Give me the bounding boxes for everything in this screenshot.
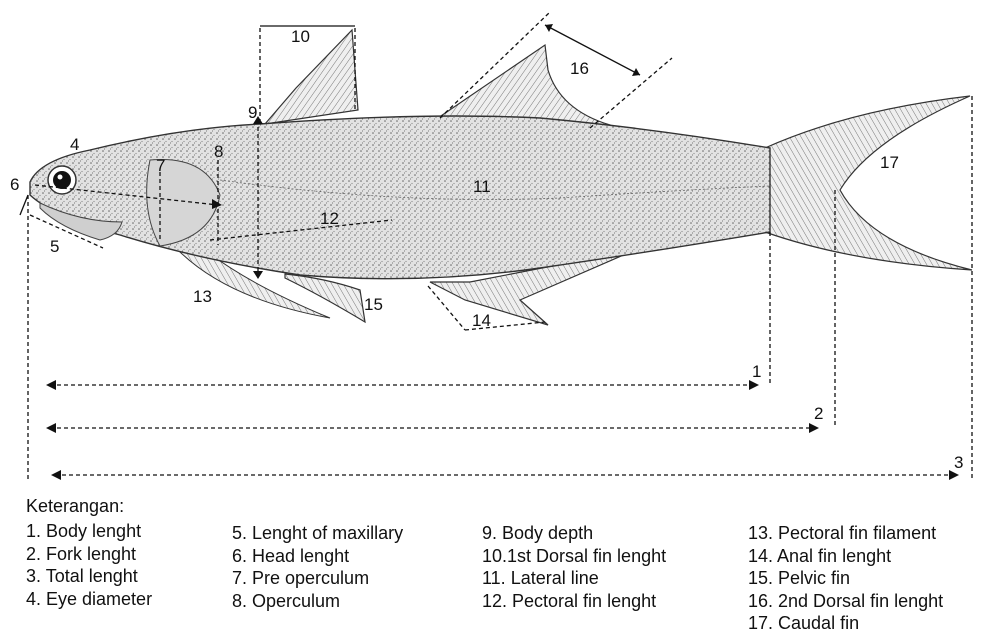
eye-pupil [53,171,71,189]
legend-item: 15. Pelvic fin [748,567,943,590]
fish-morphometric-diagram: 1 2 3 4 5 6 7 8 9 10 11 12 13 14 15 16 1… [0,0,992,490]
callout-5: 5 [50,237,59,256]
legend-column-1: 1. Body lenght 2. Fork lenght 3. Total l… [26,520,152,610]
legend-item: 2. Fork lenght [26,543,152,566]
legend-item: 7. Pre operculum [232,567,403,590]
legend-item: 1. Body lenght [26,520,152,543]
callout-6: 6 [10,175,19,194]
caudal-fin [765,96,972,270]
callout-16: 16 [570,59,589,78]
legend-item: 8. Operculum [232,590,403,613]
legend-column-4: 13. Pectoral fin filament 14. Anal fin l… [748,522,943,635]
callout-7: 7 [156,156,165,175]
legend-item: 4. Eye diameter [26,588,152,611]
first-dorsal-fin [265,30,358,124]
legend: Keterangan: 1. Body lenght 2. Fork lengh… [0,490,992,634]
callout-9: 9 [248,103,257,122]
callout-4: 4 [70,135,79,154]
callout-1: 1 [752,362,761,381]
pelvic-fin [285,274,365,322]
callout-8: 8 [214,142,223,161]
callout-15: 15 [364,295,383,314]
callout-13: 13 [193,287,212,306]
legend-item: 12. Pectoral fin lenght [482,590,666,613]
legend-column-2: 5. Lenght of maxillary 6. Head lenght 7.… [232,522,403,612]
legend-title: Keterangan: [26,496,124,517]
legend-item: 9. Body depth [482,522,666,545]
legend-item: 6. Head lenght [232,545,403,568]
callout-2: 2 [814,404,823,423]
legend-item: 11. Lateral line [482,567,666,590]
callout-3: 3 [954,453,963,472]
legend-item: 14. Anal fin lenght [748,545,943,568]
legend-item: 5. Lenght of maxillary [232,522,403,545]
callout-14: 14 [472,311,491,330]
legend-item: 3. Total lenght [26,565,152,588]
callout-12: 12 [320,209,339,228]
callout-17: 17 [880,153,899,172]
legend-item: 10.1st Dorsal fin lenght [482,545,666,568]
legend-item: 16. 2nd Dorsal fin lenght [748,590,943,613]
callout-11: 11 [473,177,491,196]
legend-column-3: 9. Body depth 10.1st Dorsal fin lenght 1… [482,522,666,612]
legend-item: 13. Pectoral fin filament [748,522,943,545]
legend-item: 17. Caudal fin [748,612,943,635]
callout-10: 10 [291,27,310,46]
